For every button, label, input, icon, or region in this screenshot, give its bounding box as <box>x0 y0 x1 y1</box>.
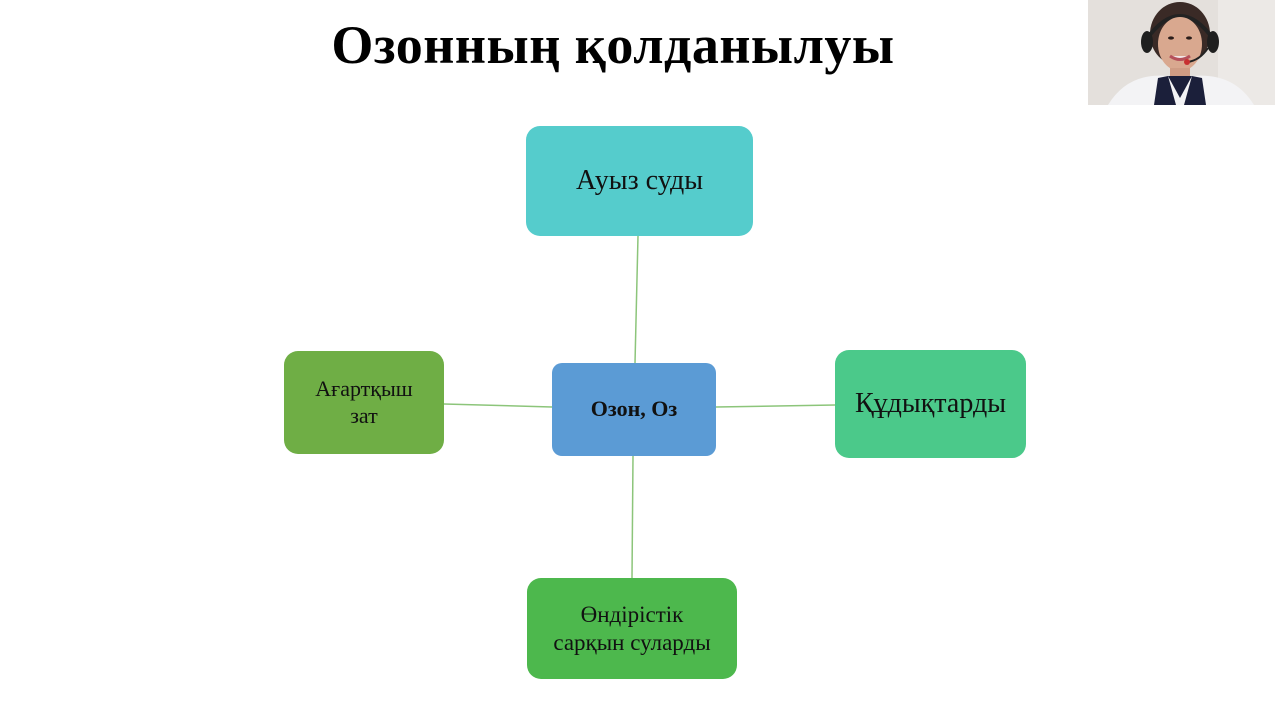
node-ozone-center-label: Озон, Оз <box>591 396 677 422</box>
node-ozone-center: Озон, Оз <box>552 363 716 456</box>
webcam-video-overlay <box>1088 0 1275 105</box>
node-industrial-wastewater: Өндірістік сарқын суларды <box>527 578 737 679</box>
node-drinking-water-label: Ауыз суды <box>576 164 703 198</box>
connector-bottom <box>632 456 633 578</box>
connector-left <box>444 404 552 407</box>
connector-right <box>716 405 835 407</box>
node-wells-label: Құдықтарды <box>855 387 1006 421</box>
node-bleaching-agent-label: Ағартқыш зат <box>315 376 412 429</box>
node-industrial-wastewater-label: Өндірістік сарқын суларды <box>553 601 710 656</box>
node-bleaching-agent: Ағартқыш зат <box>284 351 444 454</box>
presenter-video-icon <box>1088 0 1275 105</box>
node-wells: Құдықтарды <box>835 350 1026 458</box>
connector-top <box>635 236 638 363</box>
node-drinking-water: Ауыз суды <box>526 126 753 236</box>
